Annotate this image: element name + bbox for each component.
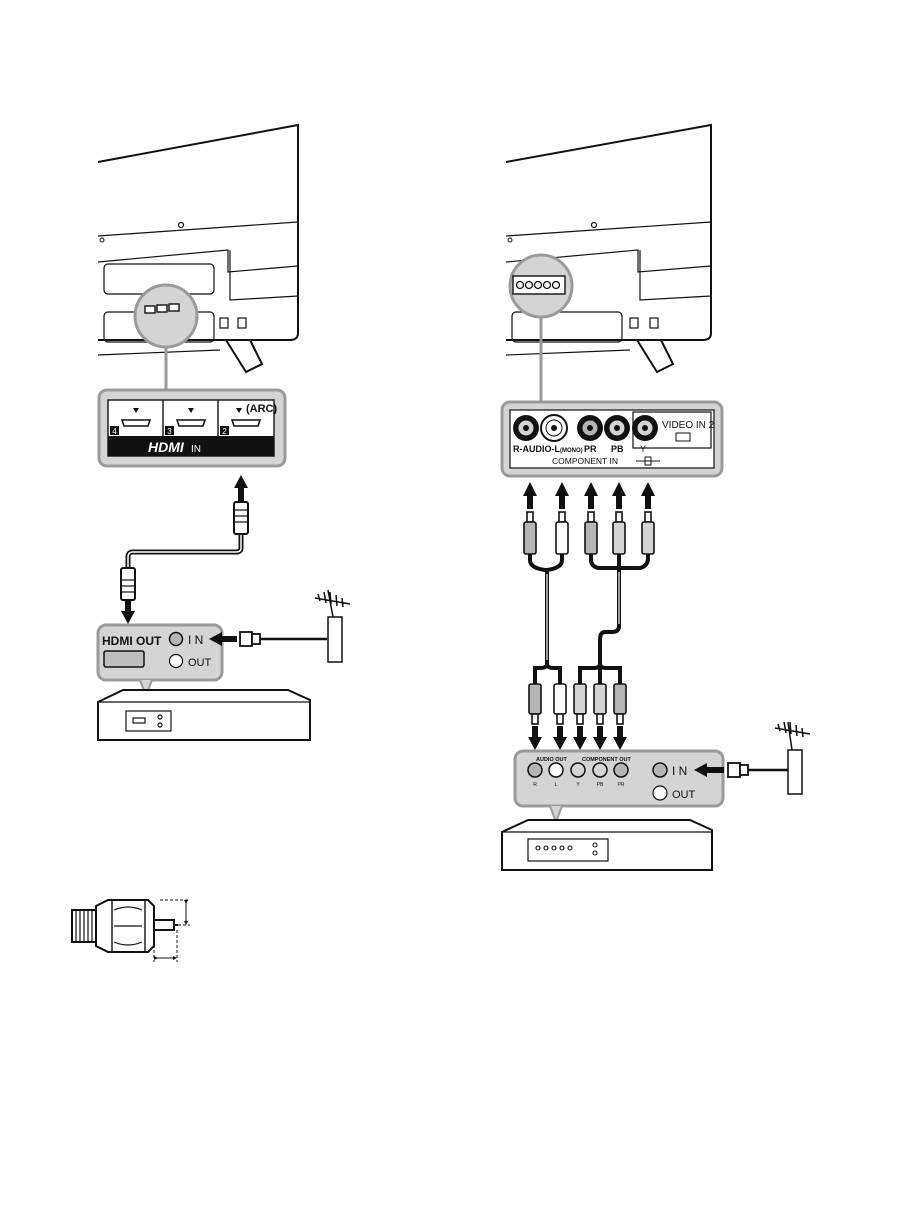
antenna-icon-right [775,722,810,794]
audio-out-r-jack[interactable] [528,763,542,777]
y-video-jack-tv[interactable] [632,415,658,441]
audio-out-l-jack[interactable] [549,763,563,777]
hdmi-port-number-3: 3 [167,427,172,436]
antenna-in-label-left: I N [188,633,203,647]
tv-rear-left [98,125,298,372]
device-panel-right: AUDIO OUT COMPONENT OUT R L Y PB PR I N … [515,751,723,822]
pr-label-tv: PR [584,444,597,454]
arrow-down-hdmi [121,600,135,624]
component-out-pb-jack[interactable] [593,763,607,777]
antenna-in-jack-left[interactable] [170,633,183,646]
right-setup: R-AUDIO-L (MONO) PR PB Y VIDEO IN 2 COMP… [502,125,810,870]
component-out-pr-jack[interactable] [614,763,628,777]
antenna-icon-left [315,590,350,662]
audio-r-jack-tv[interactable] [513,415,539,441]
pr-jack-tv[interactable] [577,415,603,441]
hdmi-in-label: IN [191,444,201,455]
pb-label-tv: PB [611,444,624,454]
zoom-circle-hdmi [135,285,197,347]
hdmi-port-number-4: 4 [112,427,117,436]
component-in-label: COMPONENT IN [552,456,618,466]
antenna-out-label-left: OUT [188,657,212,669]
video-in-icon [676,433,690,441]
arc-label: (ARC) [246,403,277,415]
antenna-out-label-right: OUT [672,789,696,801]
arrows-down-component [528,726,627,750]
hdmi-out-port[interactable] [104,651,144,667]
device-box-left [98,690,310,740]
hdmi-plug-top [234,502,248,534]
component-out-y-jack[interactable] [571,763,585,777]
antenna-in-jack-right[interactable] [653,763,667,777]
mono-label-tv: (MONO) [560,448,583,454]
jack-label-pb: PB [597,782,604,788]
arrows-up-component [523,482,655,509]
tv-component-panel: R-AUDIO-L (MONO) PR PB Y VIDEO IN 2 COMP… [502,402,722,476]
tv-rear-right [506,125,711,372]
antenna-in-label-right: I N [672,764,687,778]
audio-out-label: AUDIO OUT [536,757,568,763]
audio-l-jack-tv[interactable] [541,415,567,441]
coax-connector-detail [72,900,190,962]
left-setup: 4 3 2 (ARC) HDMI IN [98,125,350,740]
component-cables [530,554,648,684]
video-in-label: VIDEO IN 2 [662,420,715,431]
antenna-out-jack-left[interactable] [170,655,183,668]
component-out-label: COMPONENT OUT [582,757,632,763]
hdmi-logo: HDMI [148,439,185,455]
jack-label-r: R [533,782,537,788]
hdmi-plug-bottom [121,568,135,600]
hdmi-port-number-2: 2 [222,427,227,436]
antenna-out-jack-right[interactable] [653,786,667,800]
device-box-right [502,820,712,870]
audio-label-tv: R-AUDIO-L [513,444,560,454]
arrow-up-hdmi [234,475,248,501]
device-panel-left: HDMI OUT I N OUT [98,625,222,696]
antenna-plug-left [240,632,327,646]
hdmi-cable-left [128,535,241,568]
rca-plugs-bottom [529,684,626,724]
hdmi-out-label: HDMI OUT [102,634,162,648]
pb-jack-tv[interactable] [604,415,630,441]
jack-label-pr: PR [618,782,625,788]
antenna-plug-right [728,763,788,777]
jack-label-l: L [555,782,558,788]
tv-hdmi-panel: 4 3 2 (ARC) HDMI IN [99,390,285,466]
y-label-tv: Y [640,444,646,454]
rca-plugs-top [524,512,654,554]
